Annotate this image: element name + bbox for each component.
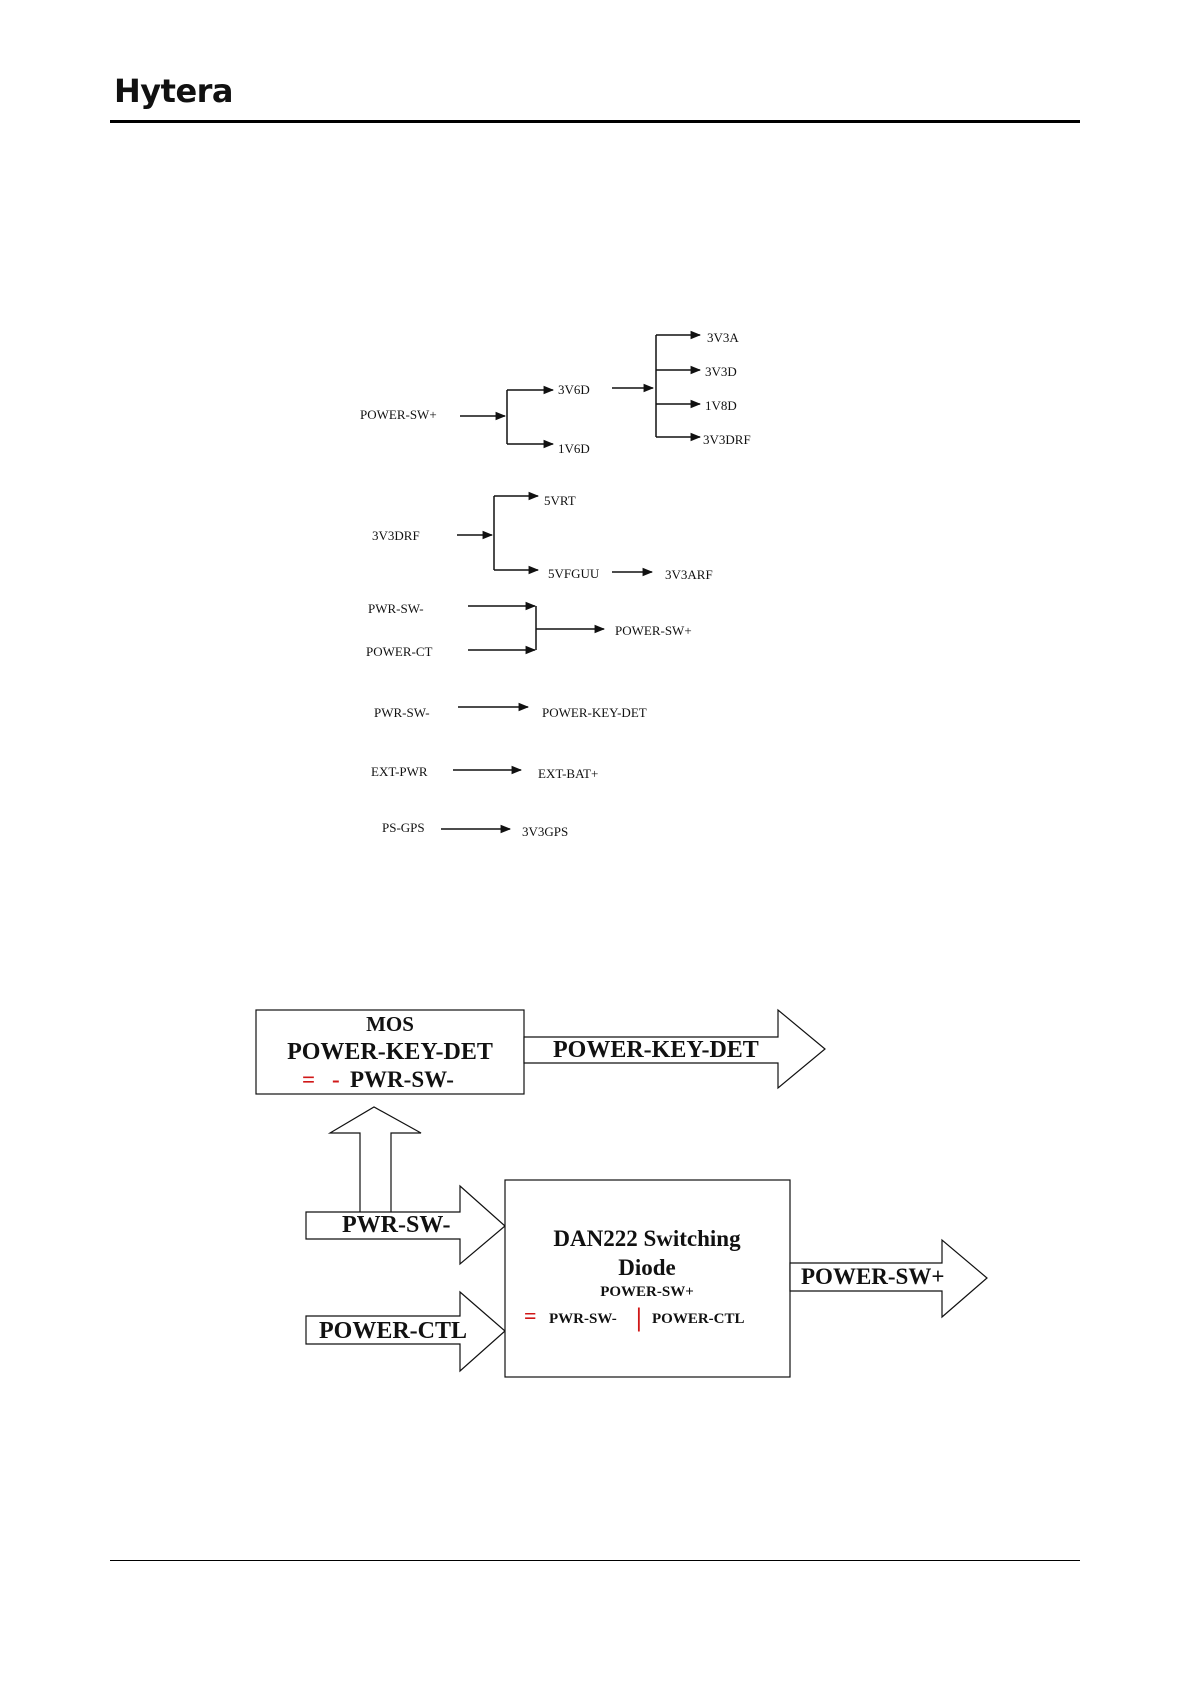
- arrow-power-ctl-label: POWER-CTL: [319, 1318, 467, 1344]
- mos-minus: -: [332, 1067, 340, 1092]
- dan222-power-sw-plus: POWER-SW+: [600, 1284, 694, 1300]
- tree-power-sw: POWER-SW+ 3V6D 1V6D 3V3A 3V3D 1V8D 3V3DR…: [360, 330, 751, 456]
- dan222-diode: Diode: [618, 1255, 676, 1280]
- label-5vrt: 5VRT: [544, 493, 576, 508]
- label-power-sw-plus-out: POWER-SW+: [615, 623, 692, 638]
- label-ext-pwr: EXT-PWR: [371, 764, 428, 779]
- label-3v3a: 3V3A: [707, 330, 739, 345]
- dan222-title: DAN222 Switching: [553, 1226, 741, 1251]
- tree-3v3drf: 3V3DRF 5VRT 5VFGUU 3V3ARF: [372, 493, 713, 582]
- arrow-up-to-mos: [330, 1107, 421, 1212]
- label-power-ct: POWER-CT: [366, 644, 433, 659]
- label-3v6d: 3V6D: [558, 382, 590, 397]
- label-3v3drf-out: 3V3DRF: [703, 432, 751, 447]
- label-ext-bat-plus: EXT-BAT+: [538, 766, 598, 781]
- block-diagram: MOS POWER-KEY-DET = - PWR-SW- POWER-KEY-…: [256, 1010, 987, 1377]
- arrow-power-sw-plus-label: POWER-SW+: [801, 1264, 944, 1289]
- label-5vfguu: 5VFGUU: [548, 566, 600, 581]
- merge-power-sw: PWR-SW- POWER-CT POWER-SW+: [366, 601, 692, 659]
- mos-title: MOS: [366, 1012, 414, 1036]
- dan222-equals: =: [524, 1303, 537, 1328]
- arrow-pwr-sw-label: PWR-SW-: [342, 1212, 450, 1238]
- simple-pairs: PWR-SW- POWER-KEY-DET EXT-PWR EXT-BAT+ P…: [371, 705, 647, 839]
- mos-power-key-det: POWER-KEY-DET: [287, 1039, 493, 1065]
- label-ps-gps: PS-GPS: [382, 820, 425, 835]
- label-3v3arf: 3V3ARF: [665, 567, 713, 582]
- label-pwr-sw-minus-2: PWR-SW-: [374, 705, 430, 720]
- dan222-or: |: [636, 1303, 642, 1332]
- label-3v3d: 3V3D: [705, 364, 737, 379]
- label-power-sw-plus: POWER-SW+: [360, 407, 437, 422]
- label-1v6d: 1V6D: [558, 441, 590, 456]
- mos-equals: =: [302, 1067, 315, 1092]
- label-1v8d: 1V8D: [705, 398, 737, 413]
- arrow-power-key-det-label: POWER-KEY-DET: [553, 1037, 759, 1063]
- dan222-power-ctl: POWER-CTL: [652, 1311, 745, 1327]
- label-3v3drf-in: 3V3DRF: [372, 528, 420, 543]
- label-power-key-det: POWER-KEY-DET: [542, 705, 647, 720]
- dan222-pwr-sw: PWR-SW-: [549, 1311, 617, 1327]
- label-pwr-sw-minus-1: PWR-SW-: [368, 601, 424, 616]
- mos-pwr-sw: PWR-SW-: [350, 1067, 454, 1092]
- label-3v3gps: 3V3GPS: [522, 824, 568, 839]
